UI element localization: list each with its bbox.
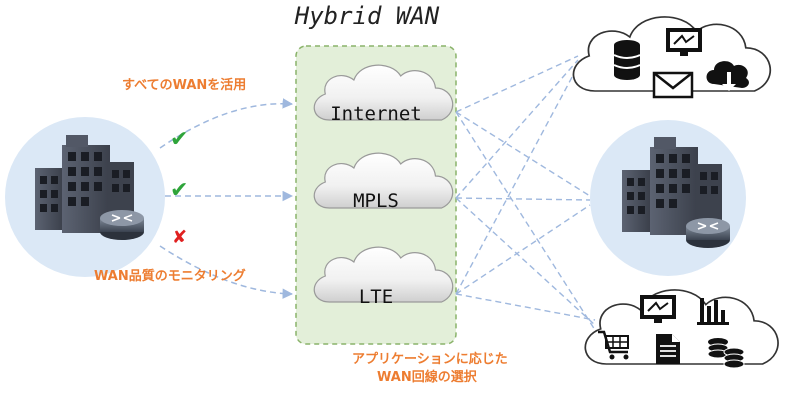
label-app-wan-selection-line2: WAN回線の選択 (377, 370, 477, 385)
cloud-download-icon (706, 61, 749, 91)
app-cloud-bottom (584, 289, 779, 365)
document-icon (656, 334, 680, 364)
bar-chart-icon (697, 298, 729, 325)
monitor-icon (640, 295, 676, 323)
left-router-icon (100, 210, 144, 240)
cloud-label-mpls: MPLS (353, 190, 399, 212)
right-office-building-icon (622, 137, 722, 235)
label-use-all-wan: すべてのWANを活用 (122, 78, 247, 93)
label-app-wan-selection-line1: アプリケーションに応じた (352, 352, 508, 367)
check-mark-mpls: ✔ (170, 178, 189, 203)
diagram-title: Hybrid WAN (294, 2, 440, 30)
database-icon (613, 40, 641, 80)
right-router-icon (686, 218, 730, 248)
check-mark-internet: ✔ (170, 127, 189, 152)
label-wan-quality-monitoring: WAN品質のモニタリング (94, 269, 246, 284)
mail-icon (652, 71, 694, 99)
shopping-cart-icon (598, 330, 629, 360)
wan-mesh-lines (455, 55, 596, 331)
coins-icon (707, 338, 745, 369)
monitor-icon (666, 28, 702, 56)
cross-mark-lte: ✘ (172, 227, 188, 248)
cloud-label-internet: Internet (330, 103, 422, 125)
cloud-label-lte: LTE (358, 286, 394, 308)
